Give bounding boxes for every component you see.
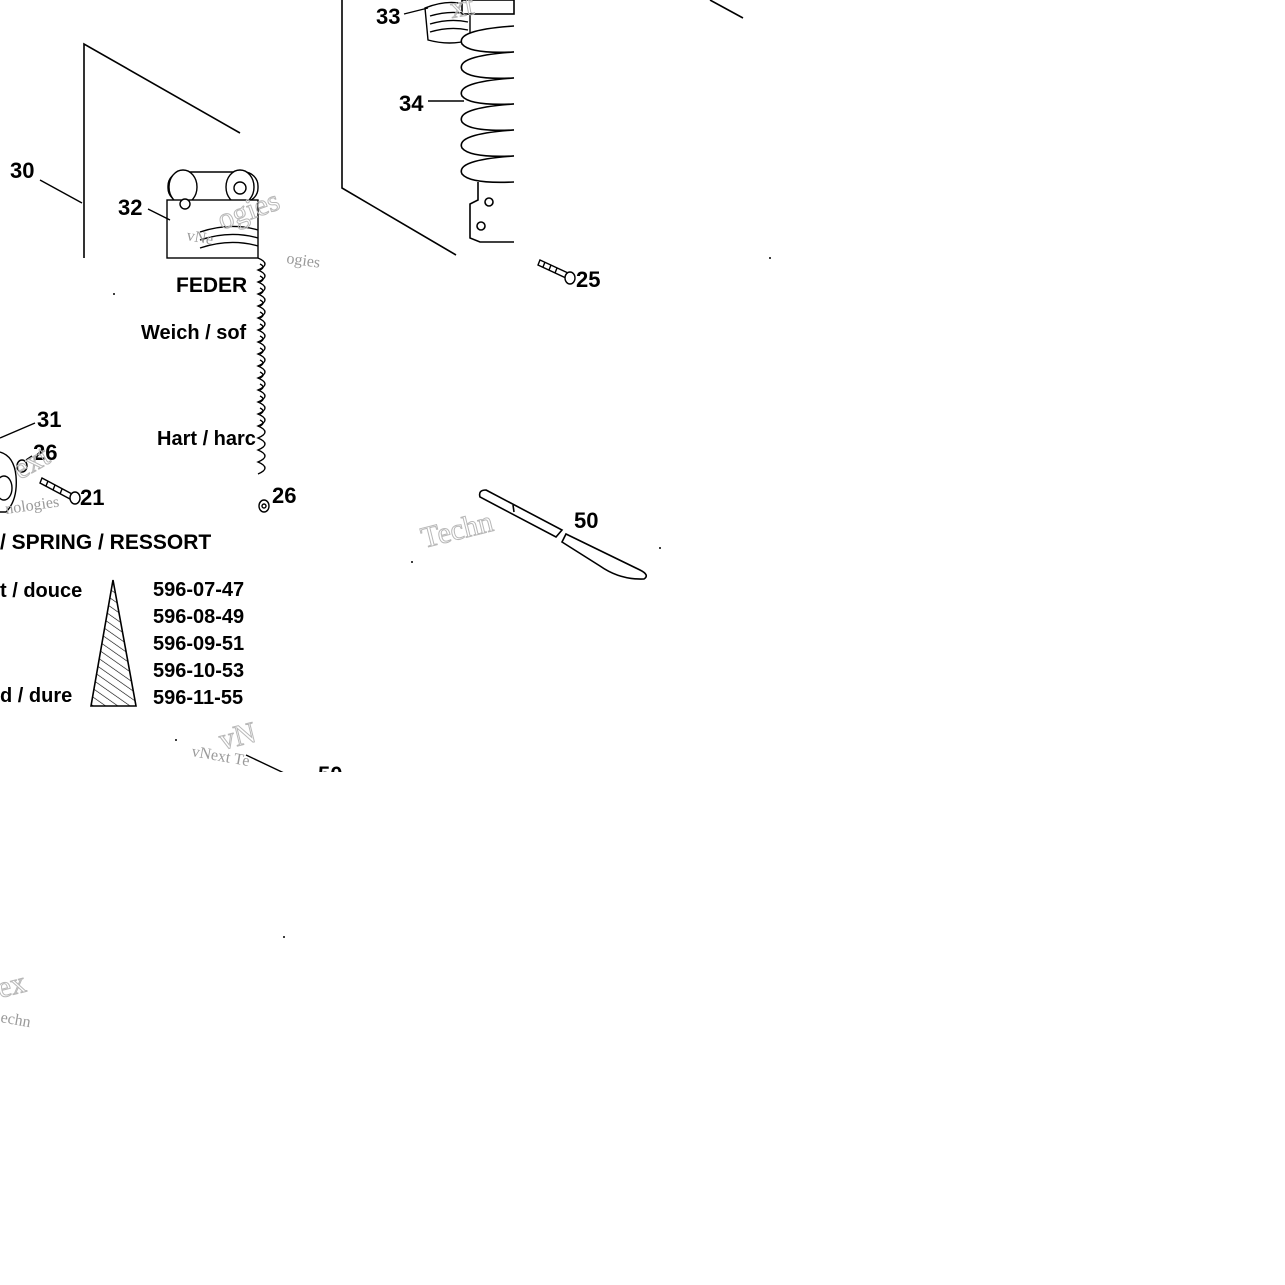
stiffness-wedge	[90, 579, 137, 707]
spring-table-hard-left: Hart / harc	[157, 428, 256, 450]
callout-32: 32	[118, 195, 142, 220]
spring-table-soft-right: t / douce	[0, 580, 82, 602]
spring-table-hard-right: d / dure	[0, 685, 72, 707]
leader-50b	[245, 754, 285, 774]
leader-33	[403, 7, 429, 15]
spring-34	[460, 0, 515, 243]
stray-dots	[113, 257, 771, 938]
leader-30	[39, 179, 83, 204]
bolt-21	[39, 477, 81, 505]
callout-21: 21	[80, 485, 104, 510]
leader-32	[147, 208, 171, 221]
watermark-4: ogies	[285, 250, 321, 272]
bolt-25	[537, 259, 576, 285]
watermark-5: echn	[0, 1009, 32, 1031]
mount-eye-31	[0, 451, 28, 513]
callout-26a: 26	[33, 440, 57, 465]
callout-25: 25	[576, 267, 600, 292]
shock-absorber-top-left	[166, 169, 259, 259]
part-number-4: 596-11-55	[153, 687, 243, 709]
part-number-0: 596-07-47	[153, 579, 244, 601]
watermarks: vNext Te Techn nologies ogies echn ex vN…	[0, 0, 497, 1031]
mask-lower	[250, 772, 450, 792]
watermark-11: xt	[447, 0, 476, 25]
spring-coil-left	[256, 257, 266, 475]
hook-wrench-50	[478, 489, 648, 580]
spring-table-title-right: / SPRING / RESSORT	[0, 531, 211, 554]
callout-50: 50	[574, 508, 598, 533]
shock-frame-left	[83, 42, 241, 258]
shock-frame-right	[341, 0, 744, 256]
watermark-6: ex	[0, 966, 29, 1005]
watermark-2: Techn	[418, 505, 497, 555]
part-number-1: 596-08-49	[153, 606, 244, 628]
callout-31: 31	[37, 407, 61, 432]
spring-table-soft-left: Weich / sof	[141, 322, 247, 344]
washer-26	[258, 499, 270, 513]
callout-26b: 26	[272, 483, 296, 508]
leader-26a	[25, 455, 33, 461]
spring-table: FEDER Weich / sof Hart / harc / SPRING /…	[0, 274, 256, 709]
callout-33: 33	[376, 4, 400, 29]
part-number-2: 596-09-51	[153, 633, 244, 655]
callout-30: 30	[10, 158, 34, 183]
watermark-9: vN	[216, 716, 260, 757]
spring-table-title-left: FEDER	[176, 274, 247, 297]
watermark-7: vNe	[185, 227, 214, 248]
leader-31	[0, 422, 36, 439]
part-number-3: 596-10-53	[153, 660, 244, 682]
callout-34: 34	[399, 91, 424, 116]
